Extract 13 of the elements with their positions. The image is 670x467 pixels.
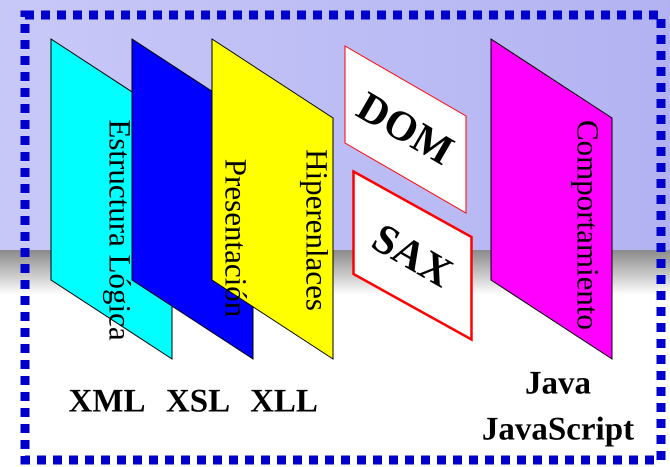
technology-label: XML	[68, 386, 146, 418]
panel-label: Presentación	[220, 158, 252, 318]
technology-label: JavaScript	[482, 414, 634, 446]
layer-panel	[211, 38, 334, 360]
layer-panel	[490, 38, 613, 360]
technology-label: XLL	[250, 386, 318, 418]
api-card	[351, 169, 474, 342]
api-label: SAX	[365, 216, 459, 296]
panel-label: Estructura Lógica	[104, 119, 136, 341]
panel-label: Hiperenlaces	[302, 149, 332, 311]
technology-label: XSL	[166, 386, 230, 418]
technology-label: Java	[525, 368, 591, 400]
panel-label: Comportamiento	[572, 120, 604, 330]
